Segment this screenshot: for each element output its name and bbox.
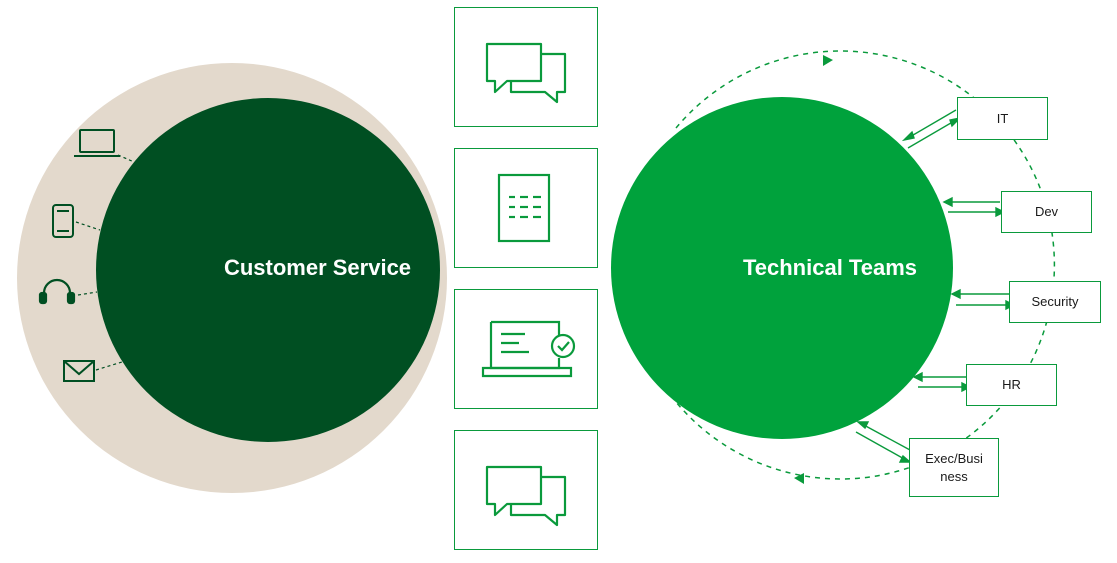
customer-service-title: Customer Service (223, 255, 412, 280)
tile-document (454, 148, 598, 268)
team-label-exec-business: Exec/Business (925, 450, 983, 484)
team-box-security: Security (1009, 281, 1101, 323)
team-label-dev: Dev (1034, 204, 1059, 219)
orbit-arrow-top (823, 55, 833, 66)
customer-service-circle (96, 98, 440, 442)
laptop-check-icon (481, 320, 576, 378)
envelope-icon (63, 360, 95, 382)
channel-connectors (75, 154, 135, 371)
chat-bubbles-icon (485, 42, 567, 104)
mobile-phone-icon (52, 204, 74, 238)
team-label-it: IT (996, 110, 1009, 126)
tile-laptop-check (454, 289, 598, 409)
team-label-security: Security (1031, 294, 1079, 309)
tile-chat-2 (454, 430, 598, 550)
team-box-exec-business: Exec/Business (909, 438, 999, 497)
headset-icon (38, 278, 76, 305)
team-box-it: IT (957, 97, 1048, 140)
tile-chat-1 (454, 7, 598, 127)
team-connectors (855, 109, 1016, 463)
team-label-hr: HR (1002, 377, 1021, 392)
team-box-dev: Dev (1001, 191, 1092, 233)
chat-bubbles-icon (485, 465, 567, 527)
team-box-hr: HR (966, 364, 1057, 406)
technical-teams-circle (611, 97, 953, 439)
laptop-icon (74, 129, 120, 157)
document-icon (497, 173, 551, 243)
orbit-arrow-bottom (794, 473, 804, 484)
technical-teams-title: Technical Teams (742, 255, 918, 280)
orbit-path (675, 50, 1056, 480)
